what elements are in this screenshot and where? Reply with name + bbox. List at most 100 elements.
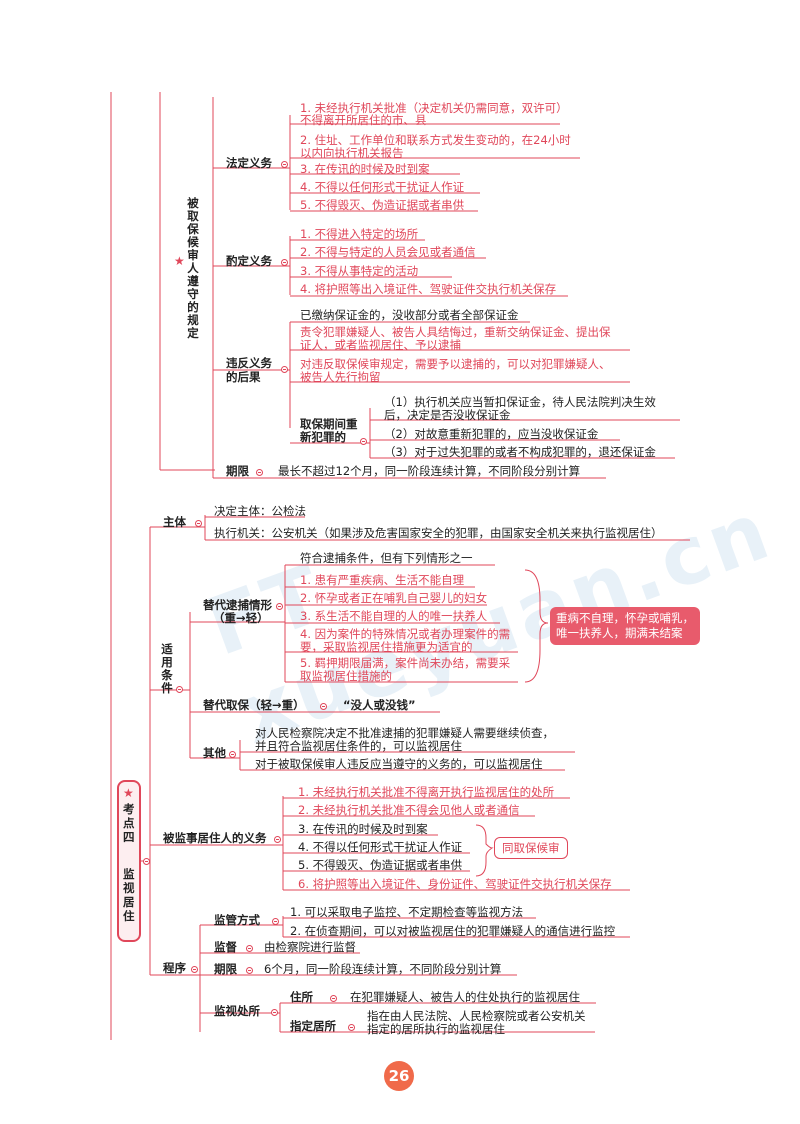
collapse-icon[interactable] [360, 438, 367, 445]
same-as-bail-badge: 同取保候审 [494, 837, 568, 859]
supervise-label: 监督 [214, 940, 237, 954]
legal-duty-item: 不得离开所居住的市、县 [300, 113, 427, 127]
duty-item: 3. 在传讯的时候及时到案 [298, 822, 428, 836]
execute-organ: 执行机关：公安机关（如果涉及危害国家安全的犯罪，由国家安全机关来执行监视居住） [214, 526, 663, 540]
bail-rules-title: 被取保候审人遵守的规定 [187, 196, 199, 340]
replace-bail-text: “没人或没钱” [343, 698, 416, 712]
legal-duty-item: 5. 不得毁灭、伪造证据或者串供 [300, 198, 465, 212]
supervise-text: 由检察院进行监督 [264, 940, 356, 954]
recrime-item: 后，决定是否没收保证金 [384, 408, 511, 422]
violation-item: 被告人先行拘留 [300, 370, 381, 384]
recrime-item: （3）对于过失犯罪的或者不构成犯罪的，退还保证金 [384, 445, 656, 459]
replace-bail-label: 替代取保（轻→重） [203, 698, 305, 712]
exam-point-char: 视 [123, 881, 135, 895]
collapse-icon[interactable] [176, 686, 183, 693]
supervise-method-item: 1. 可以采取电子监控、不定期检查等监视方法 [290, 905, 524, 919]
replace-arrest-lead: 符合逮捕条件，但有下列情形之一 [300, 551, 473, 565]
legal-duty-item: 1. 未经执行机关批准（决定机关仍需同意，双许可） [300, 101, 568, 115]
bail-term-text: 最长不超过12个月，同一阶段连续计算，不同阶段分别计算 [278, 464, 581, 478]
violation-label: 的后果 [226, 370, 261, 384]
decide-subject: 决定主体：公检法 [214, 504, 306, 518]
legal-duty-item: 2. 住址、工作单位和联系方式发生变动的，在24小时 [300, 133, 571, 147]
conditions-label: 适用条件 [161, 642, 173, 695]
procedure-term-label: 期限 [214, 962, 237, 976]
residence-text: 在犯罪嫌疑人、被告人的住处执行的监视居住 [350, 990, 580, 1004]
page-number: 26 [384, 1061, 414, 1091]
procedure-term-text: 6个月，同一阶段连续计算，不同阶段分别计算 [264, 962, 502, 976]
violation-item: 已缴纳保证金的，没收部分或者全部保证金 [300, 308, 519, 322]
collapse-icon[interactable] [195, 520, 202, 527]
supervise-method-label: 监管方式 [214, 913, 260, 927]
collapse-icon[interactable] [320, 703, 327, 710]
designated-label: 指定居所 [290, 1019, 336, 1033]
duty-item: 6. 将护照等出入境证件、身份证件、驾驶证件交执行机关保存 [298, 877, 612, 891]
duty-item: 2. 未经执行机关批准不得会见他人或者通信 [298, 803, 520, 817]
replace-arrest-item: 1. 患有严重疾病、生活不能自理 [300, 573, 465, 587]
discretion-duty-item: 3. 不得从事特定的活动 [300, 264, 419, 278]
legal-duty-label: 法定义务 [226, 156, 272, 170]
duty-item: 4. 不得以任何形式干扰证人作证 [298, 840, 463, 854]
legal-duty-item: 以内向执行机关报告 [300, 146, 404, 160]
other-item: 对于被取保候审人违反应当遵守的义务的，可以监视居住 [255, 757, 543, 771]
exam-point-char: 监 [123, 867, 135, 881]
bail-term-label: 期限 [226, 464, 249, 478]
recrime-item: （1）执行机关应当暂扣保证金，待人民法院判决生效 [384, 395, 656, 409]
collapse-icon[interactable] [272, 918, 279, 925]
collapse-icon[interactable] [143, 858, 150, 865]
replace-arrest-label: （重→轻） [213, 611, 269, 625]
collapse-icon[interactable] [256, 469, 263, 476]
discretion-duty-item: 1. 不得进入特定的场所 [300, 227, 419, 241]
summary-badge: 重病不自理，怀孕或哺乳， 唯一扶养人，期满未结案 [550, 607, 700, 645]
collapse-icon[interactable] [229, 751, 236, 758]
collapse-icon[interactable] [246, 945, 253, 952]
replace-arrest-item: 要，采取监视居住措施更为适宜的 [300, 640, 473, 654]
exam-point-box [117, 780, 141, 942]
exam-point-char: 居 [123, 895, 135, 909]
designated-text: 指定的居所执行的监视居住 [367, 1022, 505, 1036]
exam-point-char: 住 [123, 909, 135, 923]
designated-text: 指在由人民法院、人民检察院或者公安机关 [367, 1009, 586, 1023]
summary-badge-line: 唯一扶养人，期满未结案 [556, 626, 683, 640]
collapse-icon[interactable] [191, 966, 198, 973]
collapse-icon[interactable] [246, 967, 253, 974]
summary-badge-line: 重病不自理，怀孕或哺乳， [556, 611, 694, 625]
legal-duty-item: 3. 在传讯的时候及时到案 [300, 162, 430, 176]
exam-point-char: 四 [123, 830, 135, 844]
violation-item: 对违反取保候审规定，需要予以逮捕的，可以对犯罪嫌疑人、 [300, 357, 611, 371]
discretion-duty-item: 2. 不得与特定的人员会见或者通信 [300, 245, 476, 259]
replace-arrest-item: 取监视居住措施的 [300, 669, 392, 683]
other-item: 并且符合监视居住条件的，可以监视居住 [255, 739, 462, 753]
duty-item: 1. 未经执行机关批准不得离开执行监视居住的处所 [298, 785, 555, 799]
replace-arrest-item: 2. 怀孕或者正在哺乳自己婴儿的妇女 [300, 591, 488, 605]
collapse-icon[interactable] [281, 259, 288, 266]
other-label: 其他 [203, 746, 226, 760]
place-label: 监视处所 [214, 1004, 260, 1018]
collapse-icon[interactable] [330, 995, 337, 1002]
duty-item: 5. 不得毁灭、伪造证据或者串供 [298, 858, 463, 872]
replace-arrest-label: 替代逮捕情形 [203, 598, 272, 612]
collapse-icon[interactable] [271, 1009, 278, 1016]
supervise-method-item: 2. 在侦查期间，可以对被监视居住的犯罪嫌疑人的通信进行监控 [290, 924, 616, 938]
replace-arrest-item: 3. 系生活不能自理的人的唯一扶养人 [300, 609, 488, 623]
exam-point-char: 点 [123, 816, 135, 830]
replace-arrest-item: 5. 羁押期限届满，案件尚未办结，需要采 [300, 656, 511, 670]
discretion-duty-label: 酌定义务 [226, 254, 272, 268]
collapse-icon[interactable] [281, 366, 288, 373]
violation-item: 责令犯罪嫌疑人、被告人具结悔过，重新交纳保证金、提出保 [300, 325, 611, 339]
violation-label: 违反义务 [226, 356, 272, 370]
collapse-icon[interactable] [276, 603, 283, 610]
collapse-icon[interactable] [348, 1024, 355, 1031]
exam-point-char: 考 [123, 802, 135, 816]
duties-label: 被监事居住人的义务 [163, 831, 267, 845]
recrime-item: （2）对故意重新犯罪的，应当没收保证金 [384, 427, 599, 441]
other-item: 对人民检察院决定不批准逮捕的犯罪嫌疑人需要继续侦查， [255, 726, 554, 740]
collapse-icon[interactable] [281, 161, 288, 168]
star-icon: ★ [174, 254, 185, 268]
residence-label: 住所 [290, 990, 313, 1004]
replace-arrest-item: 4. 因为案件的特殊情况或者办理案件的需 [300, 627, 511, 641]
legal-duty-item: 4. 不得以任何形式干扰证人作证 [300, 180, 465, 194]
collapse-icon[interactable] [274, 836, 281, 843]
procedure-label: 程序 [163, 961, 186, 975]
recrime-label: 取保期间重 [300, 417, 358, 431]
